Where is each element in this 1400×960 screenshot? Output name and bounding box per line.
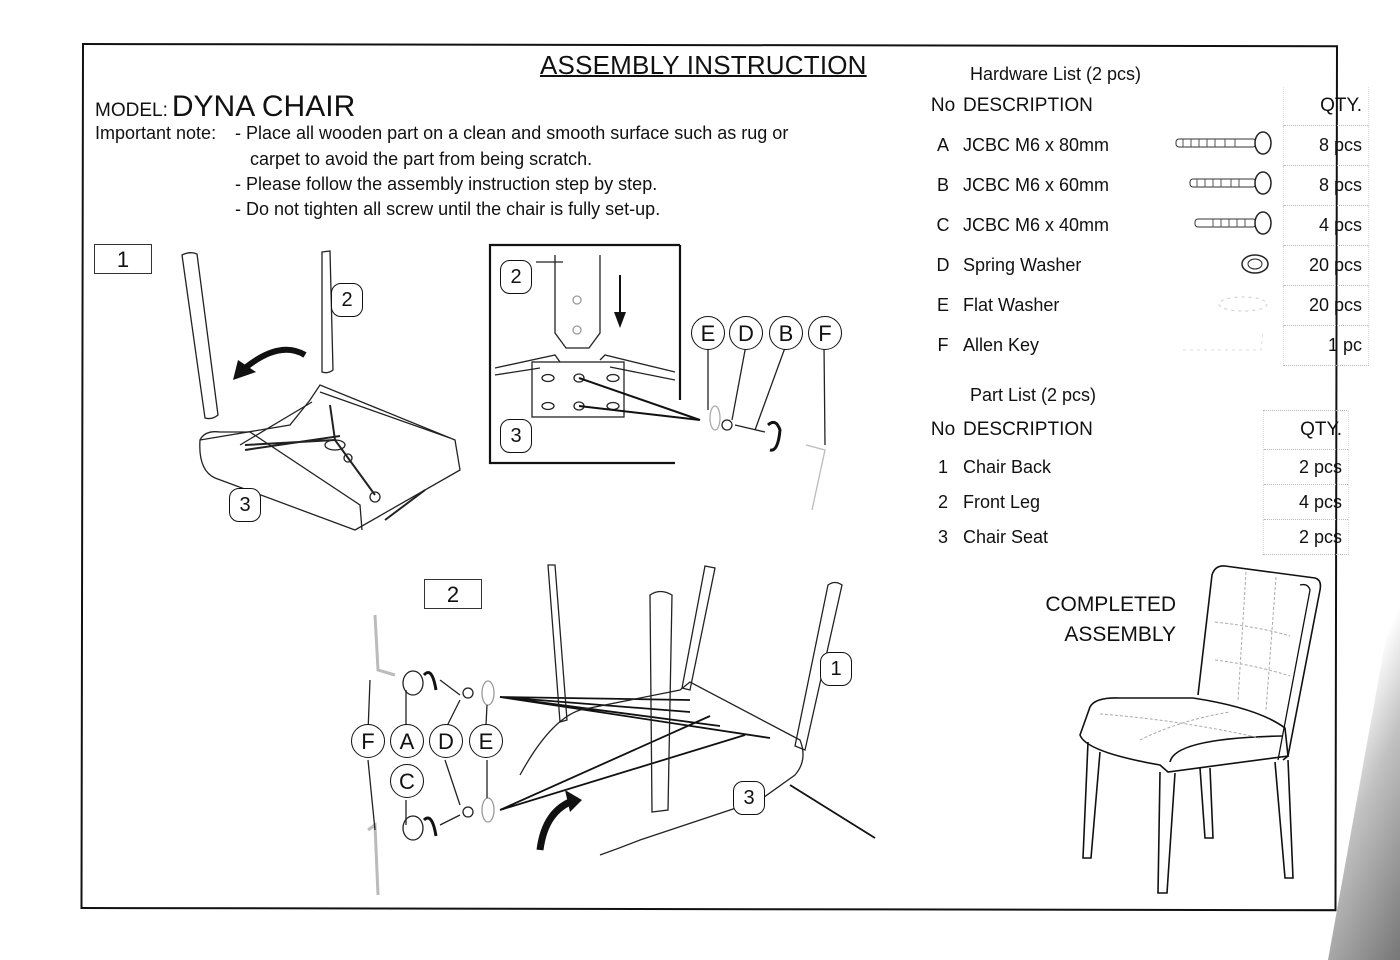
item-qty: 20 pcs [1283, 285, 1369, 326]
completed-assembly-caption: COMPLETED ASSEMBLY [1030, 590, 1176, 650]
table-header-row: No DESCRIPTION QTY. [923, 87, 1369, 126]
item-no: A [936, 135, 949, 155]
bolt-40mm-icon [1194, 211, 1272, 235]
important-note-label: Important note: [95, 123, 217, 143]
item-description: Chair Back [963, 456, 1052, 477]
item-no: 1 [937, 456, 948, 477]
hardware-callout: D [429, 724, 463, 758]
step1-detail-box [488, 243, 826, 511]
item-description: Spring Washer [963, 255, 1082, 275]
table-row: A JCBC M6 x 80mm 8 pcs [923, 125, 1369, 166]
part-label: 2 [331, 283, 363, 317]
header-no: No [930, 419, 956, 440]
item-no: E [936, 295, 949, 315]
allen-key-icon [373, 614, 396, 677]
step2-illustration [367, 564, 876, 896]
completed-chair-illustration [1079, 565, 1322, 894]
spring-washer-icon [1241, 254, 1269, 274]
bolt-80mm-icon [1175, 131, 1272, 155]
item-description: JCBC M6 x 60mm [963, 175, 1110, 195]
header-description: DESCRIPTION [963, 95, 1093, 117]
table-row: F Allen Key 1 pc [923, 325, 1369, 366]
part-label: 3 [733, 781, 765, 815]
header-no: No [930, 95, 956, 117]
part-list-table: No DESCRIPTION QTY. 1 Chair Back 2 pcs 2… [923, 410, 1349, 555]
header-qty: QTY. [1283, 87, 1369, 126]
table-row: 2 Front Leg 4 pcs [923, 484, 1349, 520]
item-description: Front Leg [963, 491, 1041, 512]
item-no: 2 [937, 491, 948, 512]
table-row: 1 Chair Back 2 pcs [923, 449, 1349, 485]
item-no: B [936, 175, 949, 195]
hardware-list-title: Hardware List (2 pcs) [970, 64, 1142, 84]
hardware-callout: A [390, 724, 424, 758]
chair-seat-frame [199, 384, 461, 531]
item-no: F [937, 335, 949, 355]
completed-line: ASSEMBLY [1064, 623, 1176, 646]
item-no: D [936, 255, 950, 275]
header-qty: QTY. [1263, 410, 1349, 450]
table-row: B JCBC M6 x 60mm 8 pcs [923, 165, 1369, 206]
item-description: Chair Seat [963, 526, 1049, 547]
front-leg [321, 250, 334, 374]
item-qty: 8 pcs [1283, 125, 1369, 166]
hardware-callout: F [351, 724, 385, 758]
item-qty: 4 pcs [1283, 205, 1369, 246]
note-line: - Do not tighten all screw until the cha… [235, 199, 661, 219]
table-row: D Spring Washer 20 pcs [923, 245, 1369, 286]
hardware-callout: F [808, 316, 842, 350]
page-title: ASSEMBLY INSTRUCTION [540, 50, 867, 80]
hardware-callout: B [769, 316, 803, 350]
hardware-callout: E [469, 724, 503, 758]
table-row: E Flat Washer 20 pcs [923, 285, 1369, 326]
item-no: 3 [937, 526, 948, 547]
item-qty: 2 pcs [1263, 519, 1349, 555]
item-description: Flat Washer [963, 295, 1060, 315]
item-no: C [936, 215, 950, 235]
item-description: JCBC M6 x 80mm [963, 135, 1110, 155]
hardware-callout: C [390, 764, 424, 798]
item-qty: 1 pc [1283, 325, 1369, 366]
item-qty: 20 pcs [1283, 245, 1369, 286]
part-label: 1 [820, 652, 852, 686]
model-name: DYNA CHAIR [171, 90, 356, 123]
allen-key-icon [1183, 331, 1264, 351]
note-line: carpet to avoid the part from being scra… [250, 149, 593, 169]
item-qty: 8 pcs [1283, 165, 1369, 206]
chair-back-post [181, 252, 219, 420]
note-line: - Please follow the assembly instruction… [235, 174, 658, 194]
allen-key-icon [367, 822, 380, 896]
item-description: Allen Key [963, 335, 1040, 355]
item-qty: 4 pcs [1263, 484, 1349, 520]
step-number-box: 2 [424, 579, 482, 609]
hardware-list-table: No DESCRIPTION QTY. A JCBC M6 x 80mm 8 p… [923, 87, 1369, 366]
flat-washer-icon [1218, 296, 1268, 312]
curved-arrow-icon [243, 346, 307, 371]
note-line: - Place all wooden part on a clean and s… [235, 123, 789, 143]
step1-illustration [181, 250, 461, 531]
detail-part-label: 3 [500, 419, 532, 453]
hardware-callout: E [691, 316, 725, 350]
part-label: 3 [229, 488, 261, 522]
model-label: MODEL: [95, 100, 168, 121]
table-row: 3 Chair Seat 2 pcs [923, 519, 1349, 555]
hardware-callout: D [729, 316, 763, 350]
header-description: DESCRIPTION [963, 419, 1093, 440]
item-qty: 2 pcs [1263, 449, 1349, 485]
step-number-box: 1 [94, 244, 152, 274]
part-list-title: Part List (2 pcs) [970, 385, 1097, 405]
bolt-60mm-icon [1189, 171, 1272, 195]
model-heading: MODEL:DYNA CHAIR [95, 90, 355, 124]
table-row: C JCBC M6 x 40mm 4 pcs [923, 205, 1369, 246]
item-description: JCBC M6 x 40mm [963, 215, 1110, 235]
table-header-row: No DESCRIPTION QTY. [923, 410, 1349, 450]
completed-line: COMPLETED [1045, 593, 1176, 616]
detail-part-label: 2 [500, 260, 532, 294]
